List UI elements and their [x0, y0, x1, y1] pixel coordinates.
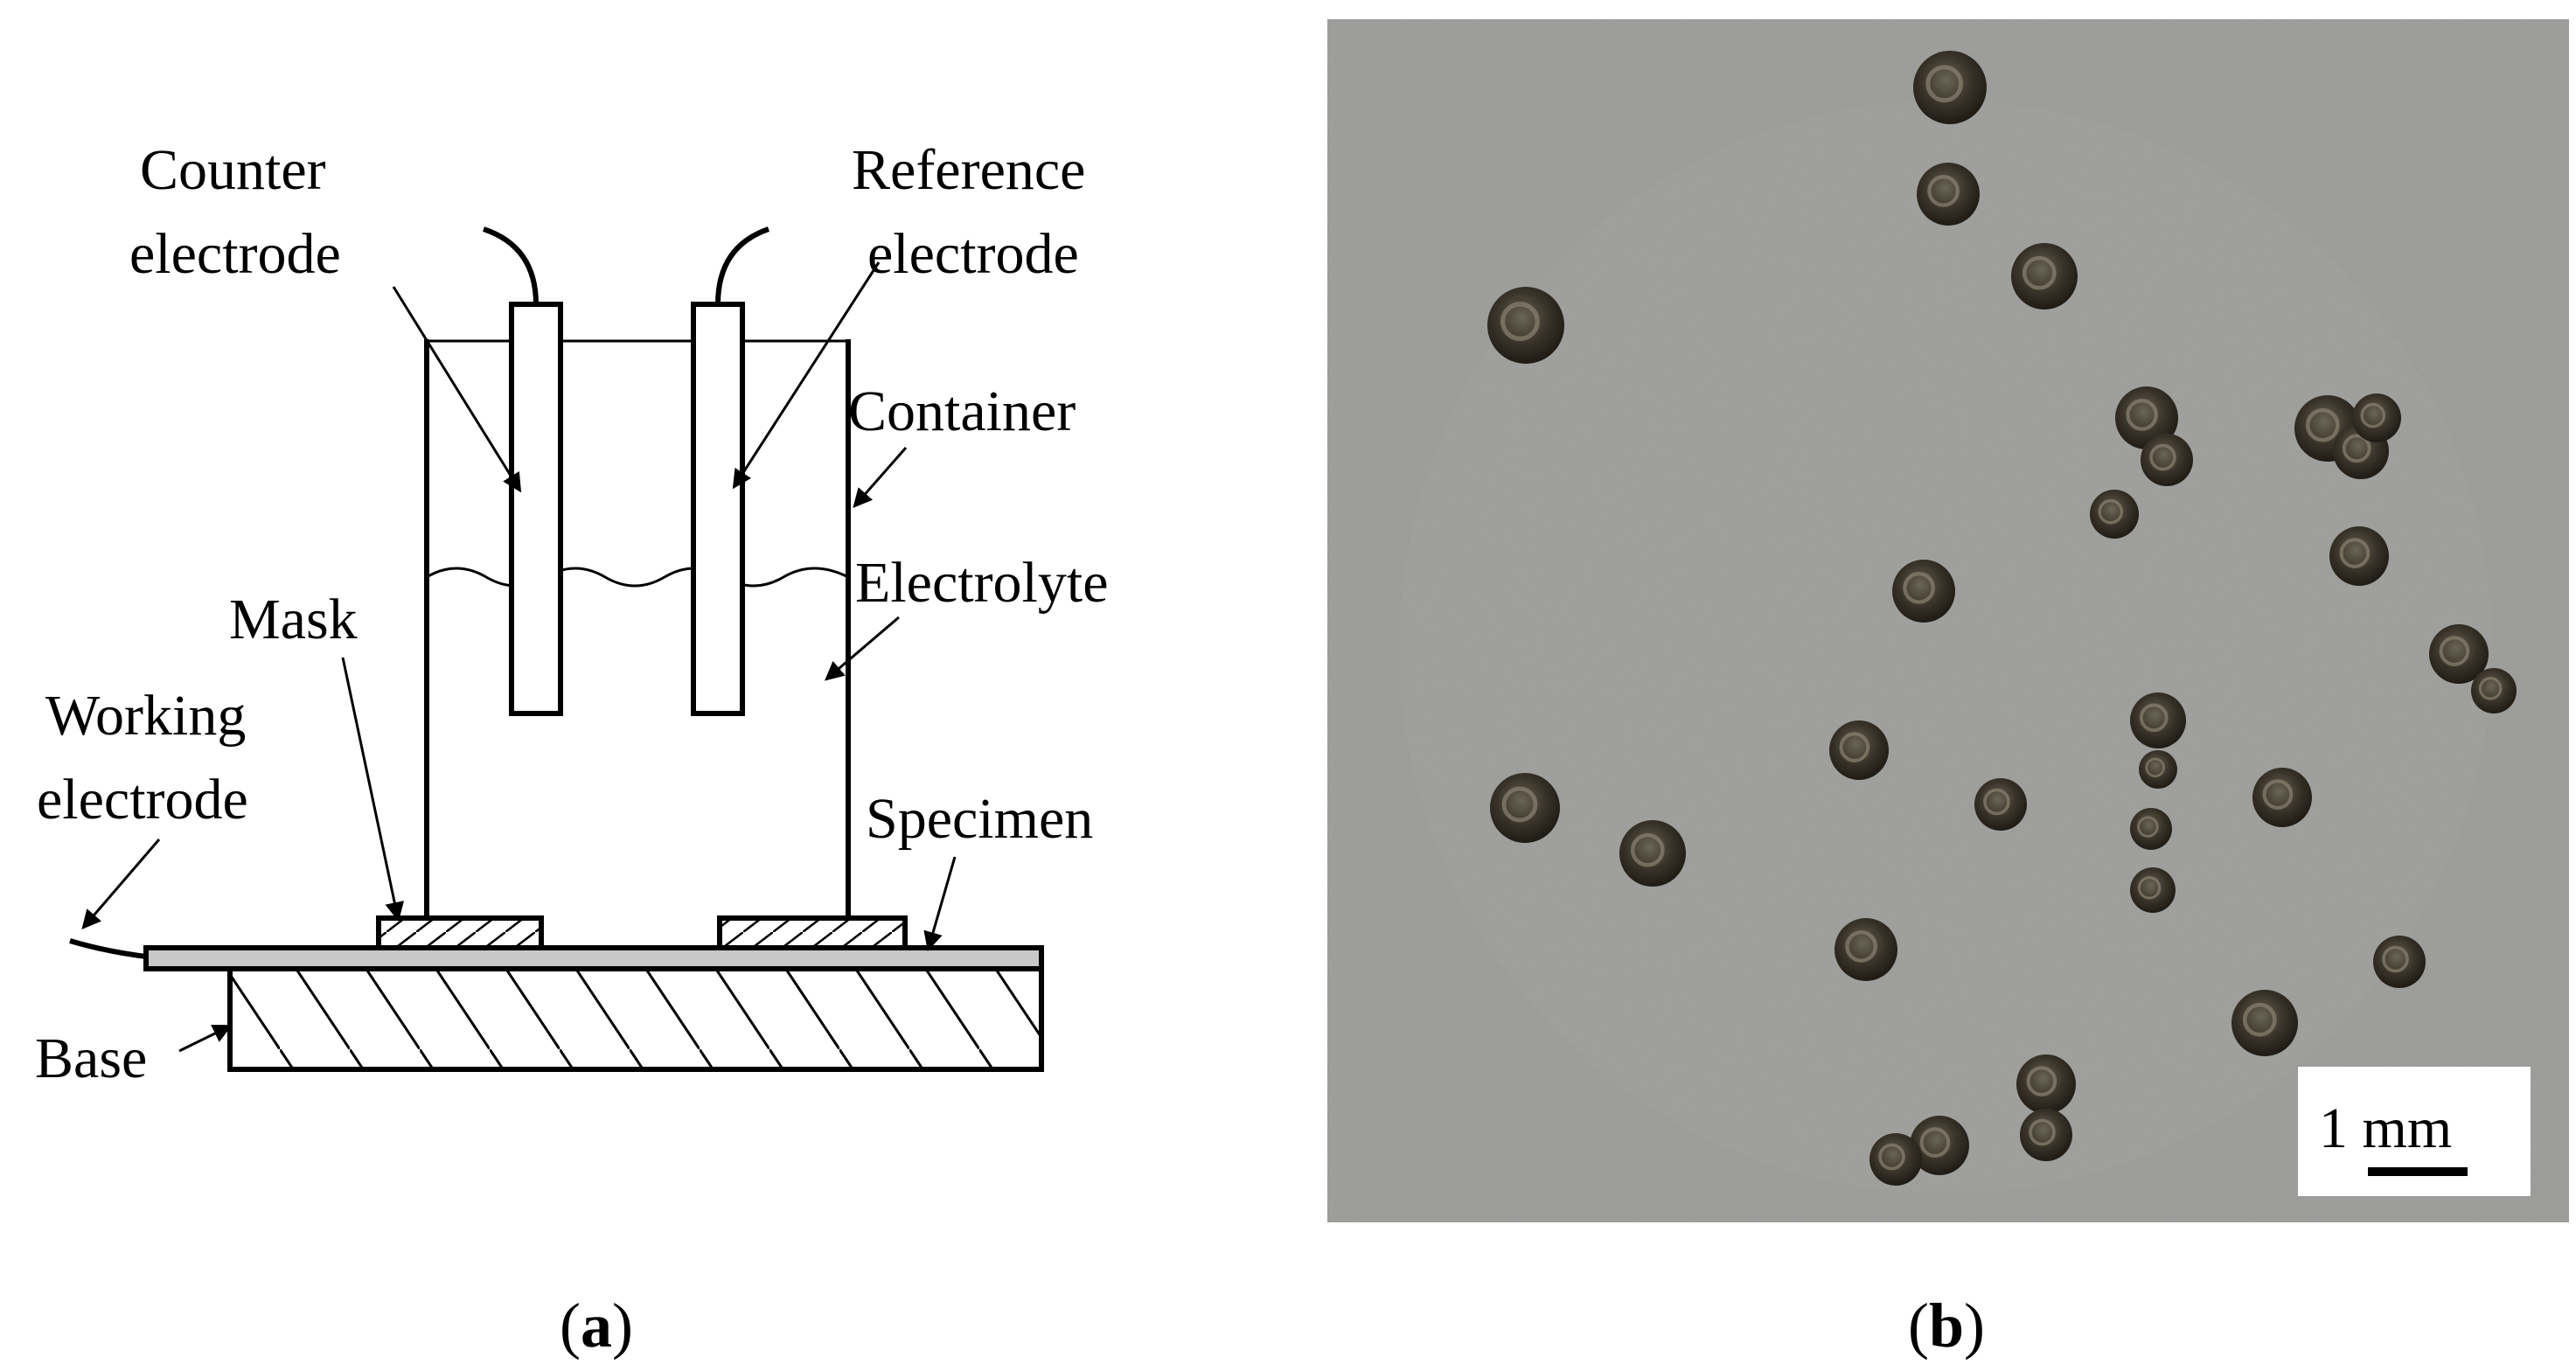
base-leader — [178, 1025, 233, 1053]
electrolyte-leader — [824, 616, 900, 681]
base — [227, 966, 1044, 1072]
reference-electrode-leader — [732, 261, 881, 490]
counter-electrode — [509, 302, 563, 716]
pit — [2141, 434, 2193, 486]
label-mask: Mask — [229, 588, 358, 651]
pit-rim — [1878, 1143, 1905, 1171]
pit-rim — [2342, 434, 2371, 463]
pit-rim — [2242, 1002, 2277, 1037]
pit — [1829, 720, 1889, 780]
label-counter-line1: Counter — [140, 138, 326, 202]
corrosion-pits — [1487, 51, 2517, 1186]
pit-rim — [2478, 677, 2503, 700]
pit — [1913, 51, 1987, 124]
pit — [2130, 808, 2172, 850]
pit-rim — [1839, 732, 1870, 762]
pit-rim — [1927, 175, 1960, 207]
svg-text:(b): (b) — [1908, 1291, 1985, 1361]
pit — [2090, 490, 2139, 539]
label-working-line2: electrode — [37, 768, 248, 832]
pit — [2139, 750, 2177, 789]
counter-electrode-wire — [483, 226, 539, 305]
pit-rim — [2382, 945, 2409, 973]
pit — [1490, 773, 1560, 843]
label-container: Container — [848, 379, 1076, 443]
pit-rim — [2149, 443, 2176, 471]
pit — [2429, 624, 2489, 684]
pit-rim — [2137, 816, 2159, 838]
pit — [2252, 768, 2312, 827]
pit — [2016, 1054, 2076, 1114]
caption-b-letter: b — [1929, 1291, 1964, 1361]
label-base: Base — [35, 1027, 147, 1090]
pit-rim — [2439, 636, 2470, 666]
working-electrode-wire — [69, 938, 147, 959]
label-working-line1: Working — [45, 684, 246, 748]
pit-rim — [1845, 930, 1877, 963]
pit — [2020, 1109, 2072, 1161]
specimen-leader — [923, 856, 957, 951]
label-counter-line2: electrode — [129, 222, 341, 286]
pitting-micrograph: 1 mm — [1327, 19, 2569, 1222]
pit-rim — [2126, 399, 2158, 431]
pit-rim — [2305, 407, 2340, 442]
pit — [2373, 936, 2426, 988]
pit — [1869, 1133, 1922, 1186]
exposed-test-area — [1399, 101, 2492, 1194]
pit — [2329, 526, 2389, 586]
working-electrode-leader — [81, 839, 161, 930]
label-electrolyte: Electrolyte — [855, 551, 1109, 615]
caption-b: (b) — [1908, 1291, 1985, 1361]
pit — [2352, 393, 2401, 442]
pit-rim — [1925, 65, 1964, 103]
pit-rim — [2137, 876, 2162, 900]
pit-rim — [1903, 572, 1935, 604]
label-reference-line1: Reference — [852, 138, 1085, 202]
pit — [2130, 692, 2186, 748]
pit-rim — [2022, 255, 2057, 290]
container-leader — [853, 447, 908, 509]
pit — [2130, 867, 2176, 913]
pit-rim — [1501, 786, 1538, 823]
pit — [2231, 990, 2298, 1056]
label-reference-line2: electrode — [867, 222, 1079, 286]
caption-a: (a) — [560, 1291, 633, 1361]
scale-bar-label: 1 mm — [2319, 1096, 2452, 1160]
svg-text:(a): (a) — [560, 1291, 633, 1361]
electrolyte-surface — [426, 567, 849, 588]
pit — [1619, 820, 1686, 887]
mask-right — [717, 915, 908, 950]
pit-rim — [1919, 1127, 1951, 1158]
caption-a-letter: a — [581, 1291, 612, 1361]
reference-electrode-wire — [715, 226, 769, 305]
pit-rim — [2029, 1118, 2056, 1146]
pit — [2011, 243, 2078, 310]
pit-rim — [2026, 1066, 2057, 1096]
pit — [1910, 1116, 1969, 1175]
pit-rim — [1500, 302, 1540, 342]
pit-rim — [2139, 703, 2169, 733]
pit-rim — [2360, 402, 2386, 428]
pit — [2115, 386, 2178, 449]
specimen — [143, 945, 1044, 971]
pit-rim — [1630, 832, 1665, 867]
electrochemical-cell-schematic: Counter electrode Reference electrode Co… — [35, 138, 1109, 1090]
pit — [2471, 668, 2517, 713]
pit — [1892, 560, 1955, 623]
pit-rim — [2145, 757, 2165, 778]
counter-electrode-leader — [392, 286, 522, 493]
reference-electrode — [691, 302, 745, 716]
mask-left — [376, 915, 544, 950]
pit — [1835, 918, 1897, 981]
pit — [1917, 163, 1980, 226]
mask-leader — [341, 657, 405, 922]
pit-rim — [1983, 788, 2010, 816]
pit-rim — [2098, 498, 2124, 525]
pit — [1487, 287, 1564, 364]
pit-rim — [2339, 538, 2371, 568]
pit — [1974, 778, 2027, 831]
pit-rim — [2262, 779, 2294, 810]
label-specimen: Specimen — [866, 787, 1093, 851]
